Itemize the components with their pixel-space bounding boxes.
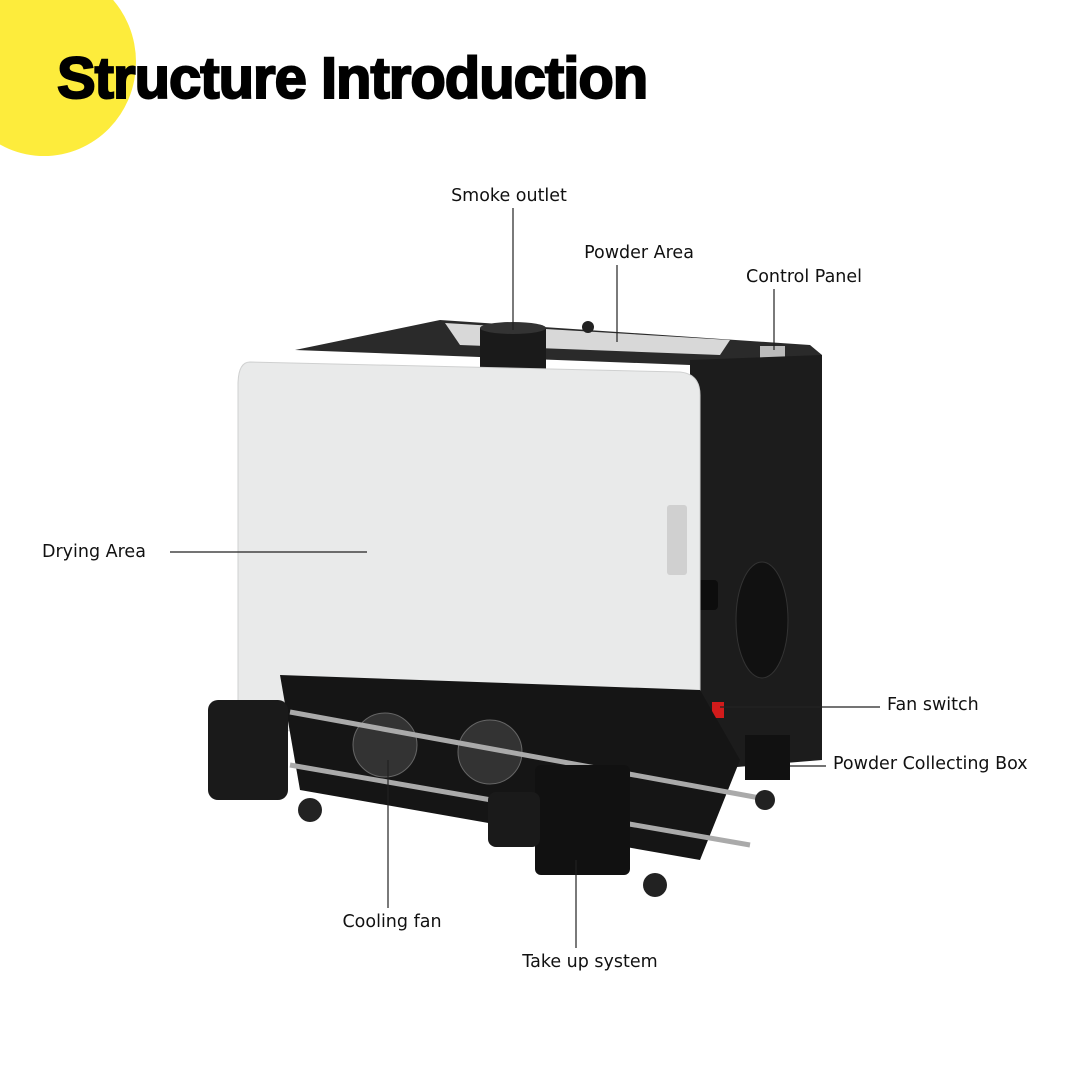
- label-take-up-system: Take up system: [522, 952, 658, 972]
- take-up-motor: [535, 765, 630, 875]
- left-roller-end: [208, 700, 288, 800]
- smoke-outlet-pipe: [480, 328, 546, 374]
- label-control-panel: Control Panel: [745, 267, 863, 287]
- powder-collecting-box: [745, 735, 790, 780]
- label-fan-switch: Fan switch: [887, 695, 979, 715]
- page-title: Structure Introduction: [56, 45, 649, 112]
- right-side-panel: [690, 355, 822, 770]
- fan-switch: [712, 702, 724, 718]
- cooling-fan: [352, 712, 418, 778]
- label-powder-area: Powder Area: [584, 243, 694, 263]
- label-powder-collecting-box: Powder Collecting Box: [833, 754, 1028, 774]
- label-smoke-outlet: Smoke outlet: [451, 186, 567, 206]
- label-cooling-fan: Cooling fan: [342, 912, 442, 932]
- label-drying-area: Drying Area: [42, 542, 146, 562]
